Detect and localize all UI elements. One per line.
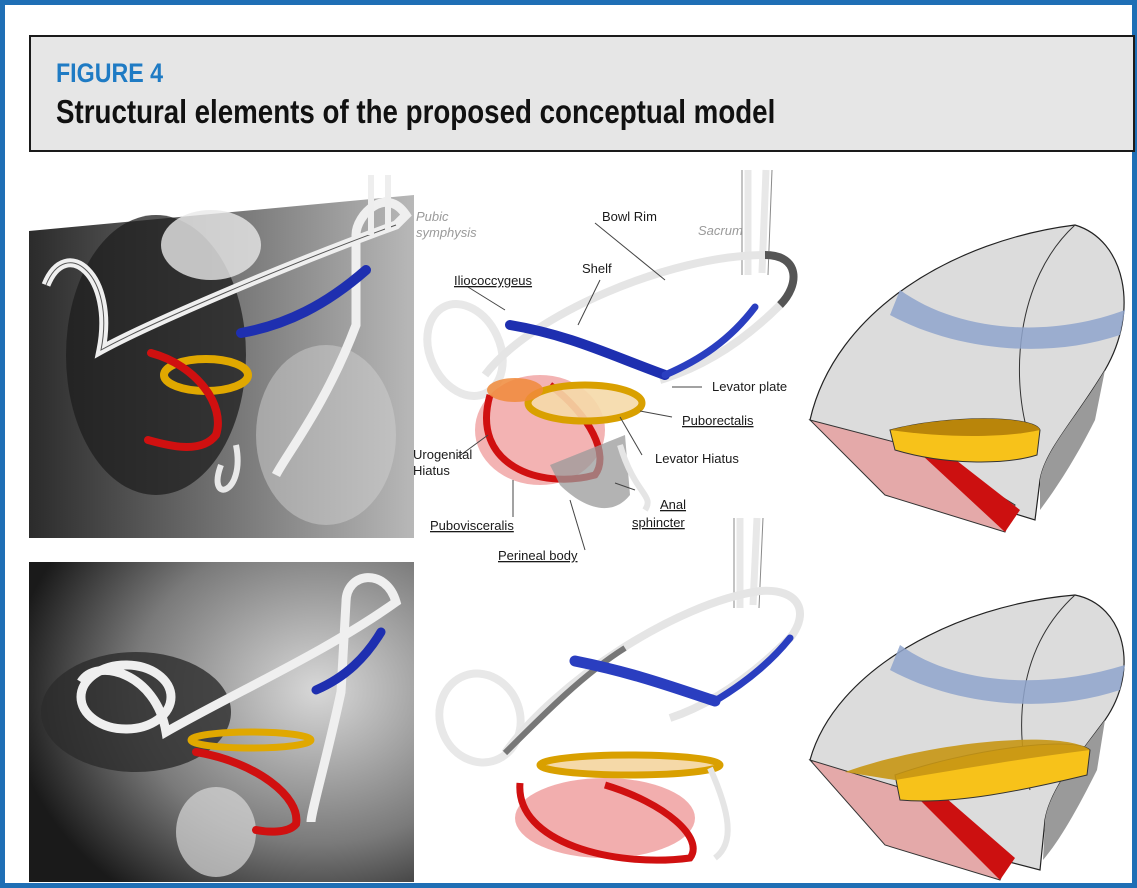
label-anal: Anal [660, 497, 686, 512]
label-sacrum: Sacrum [698, 223, 743, 238]
light-tissue-2 [256, 345, 396, 525]
figure-label: FIGURE 4 [56, 58, 163, 89]
pubic-loop [427, 662, 533, 774]
model-panel-bottom [805, 590, 1135, 885]
label-shelf: Shelf [582, 261, 612, 276]
label-levator-hiatus: Levator Hiatus [655, 451, 739, 466]
iliococcygeus-band [510, 325, 665, 375]
puborectalis-band [540, 755, 720, 775]
bowl-rim-dark [765, 255, 794, 305]
mri-panel-bottom [26, 562, 416, 884]
label-levator-plate: Levator plate [712, 379, 787, 394]
label-symphysis: symphysis [416, 225, 477, 240]
label-pubic: Pubic [416, 209, 449, 224]
model-panel-top [805, 220, 1135, 540]
figure-title: Structural elements of the proposed conc… [56, 93, 775, 131]
figure-header: FIGURE 4 Structural elements of the prop… [29, 35, 1135, 152]
label-puborectalis: Puborectalis [682, 413, 754, 428]
orange-overlap [487, 378, 543, 402]
schematic-panel-bottom [415, 513, 815, 878]
label-urogenital: Urogenital [413, 447, 472, 462]
schematic-panel-top: Pubic symphysis Sacrum Bowl Rim Shelf Il… [410, 165, 820, 565]
light-tissue [176, 787, 256, 877]
light-tissue [161, 210, 261, 280]
iliococcygeus-band [575, 661, 715, 701]
mri-panel-top [26, 175, 416, 540]
label-bowl-rim: Bowl Rim [602, 209, 657, 224]
label-hiatus: Hiatus [413, 463, 450, 478]
anal-sphincter-tube [710, 768, 728, 858]
label-iliococcygeus: Iliococcygeus [454, 273, 533, 288]
